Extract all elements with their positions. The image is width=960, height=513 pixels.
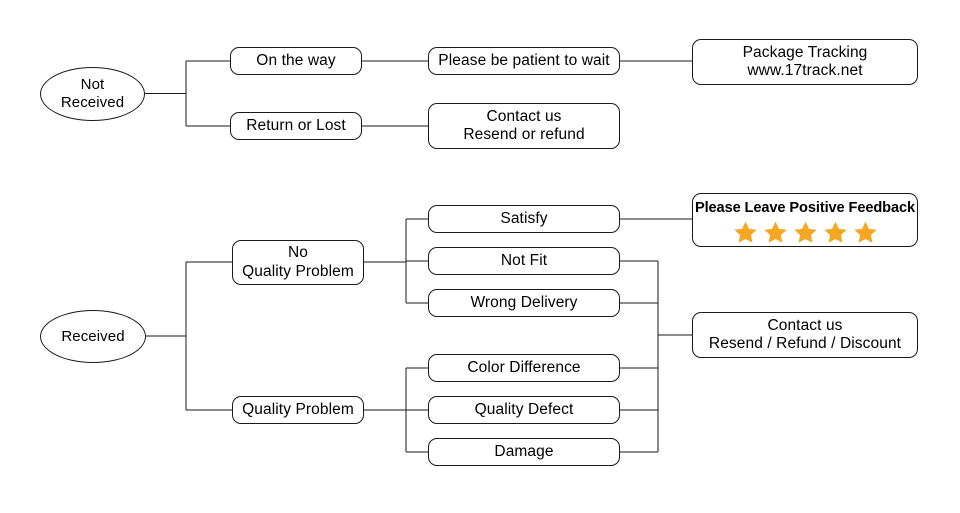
node-no-quality-problem[interactable]: No Quality Problem [232, 240, 364, 285]
star-rating[interactable] [733, 220, 878, 245]
node-quality-defect-label: Quality Defect [474, 400, 574, 418]
node-damage-label: Damage [494, 442, 554, 460]
star-icon[interactable] [763, 220, 788, 245]
node-contact-resend-refund[interactable]: Contact us Resend or refund [428, 103, 620, 149]
node-quality-defect[interactable]: Quality Defect [428, 396, 620, 424]
node-package-tracking-line1: Package Tracking [742, 43, 868, 61]
node-quality-problem[interactable]: Quality Problem [232, 396, 364, 424]
node-contact-resend-refund-discount[interactable]: Contact us Resend / Refund / Discount [692, 312, 918, 358]
node-received-label: Received [61, 327, 125, 345]
star-icon[interactable] [793, 220, 818, 245]
node-no-quality-problem-line1: No [287, 244, 308, 262]
node-not-fit[interactable]: Not Fit [428, 247, 620, 275]
node-package-tracking-url: www.17track.net [747, 62, 863, 79]
node-on-the-way-label: On the way [256, 51, 336, 69]
star-icon[interactable] [733, 220, 758, 245]
node-color-difference-label: Color Difference [467, 358, 581, 376]
star-icon[interactable] [823, 220, 848, 245]
node-quality-problem-label: Quality Problem [242, 400, 354, 418]
node-no-quality-problem-line2: Quality Problem [242, 262, 354, 280]
node-received[interactable]: Received [40, 310, 146, 363]
node-satisfy[interactable]: Satisfy [428, 205, 620, 233]
node-return-or-lost[interactable]: Return or Lost [230, 112, 362, 140]
node-contact-resend-refund-line2: Resend or refund [463, 126, 585, 143]
node-damage[interactable]: Damage [428, 438, 620, 466]
node-positive-feedback-label: Please Leave Positive Feedback [694, 200, 916, 216]
node-not-received-line2: Received [60, 94, 125, 111]
node-please-be-patient[interactable]: Please be patient to wait [428, 47, 620, 75]
node-on-the-way[interactable]: On the way [230, 47, 362, 75]
node-return-or-lost-label: Return or Lost [246, 116, 346, 134]
node-positive-feedback[interactable]: Please Leave Positive Feedback [692, 193, 918, 247]
node-contact-resend-refund-discount-line2: Resend / Refund / Discount [708, 335, 902, 352]
node-please-be-patient-label: Please be patient to wait [438, 51, 610, 69]
node-not-received[interactable]: Not Received [40, 67, 145, 121]
node-package-tracking[interactable]: Package Tracking www.17track.net [692, 39, 918, 85]
node-satisfy-label: Satisfy [500, 209, 548, 227]
node-wrong-delivery[interactable]: Wrong Delivery [428, 289, 620, 317]
node-contact-resend-refund-line1: Contact us [486, 107, 562, 125]
node-contact-resend-refund-discount-line1: Contact us [767, 316, 843, 334]
star-icon[interactable] [853, 220, 878, 245]
node-wrong-delivery-label: Wrong Delivery [470, 293, 578, 311]
node-not-received-line1: Not [80, 76, 105, 94]
node-color-difference[interactable]: Color Difference [428, 354, 620, 382]
node-not-fit-label: Not Fit [500, 251, 548, 269]
